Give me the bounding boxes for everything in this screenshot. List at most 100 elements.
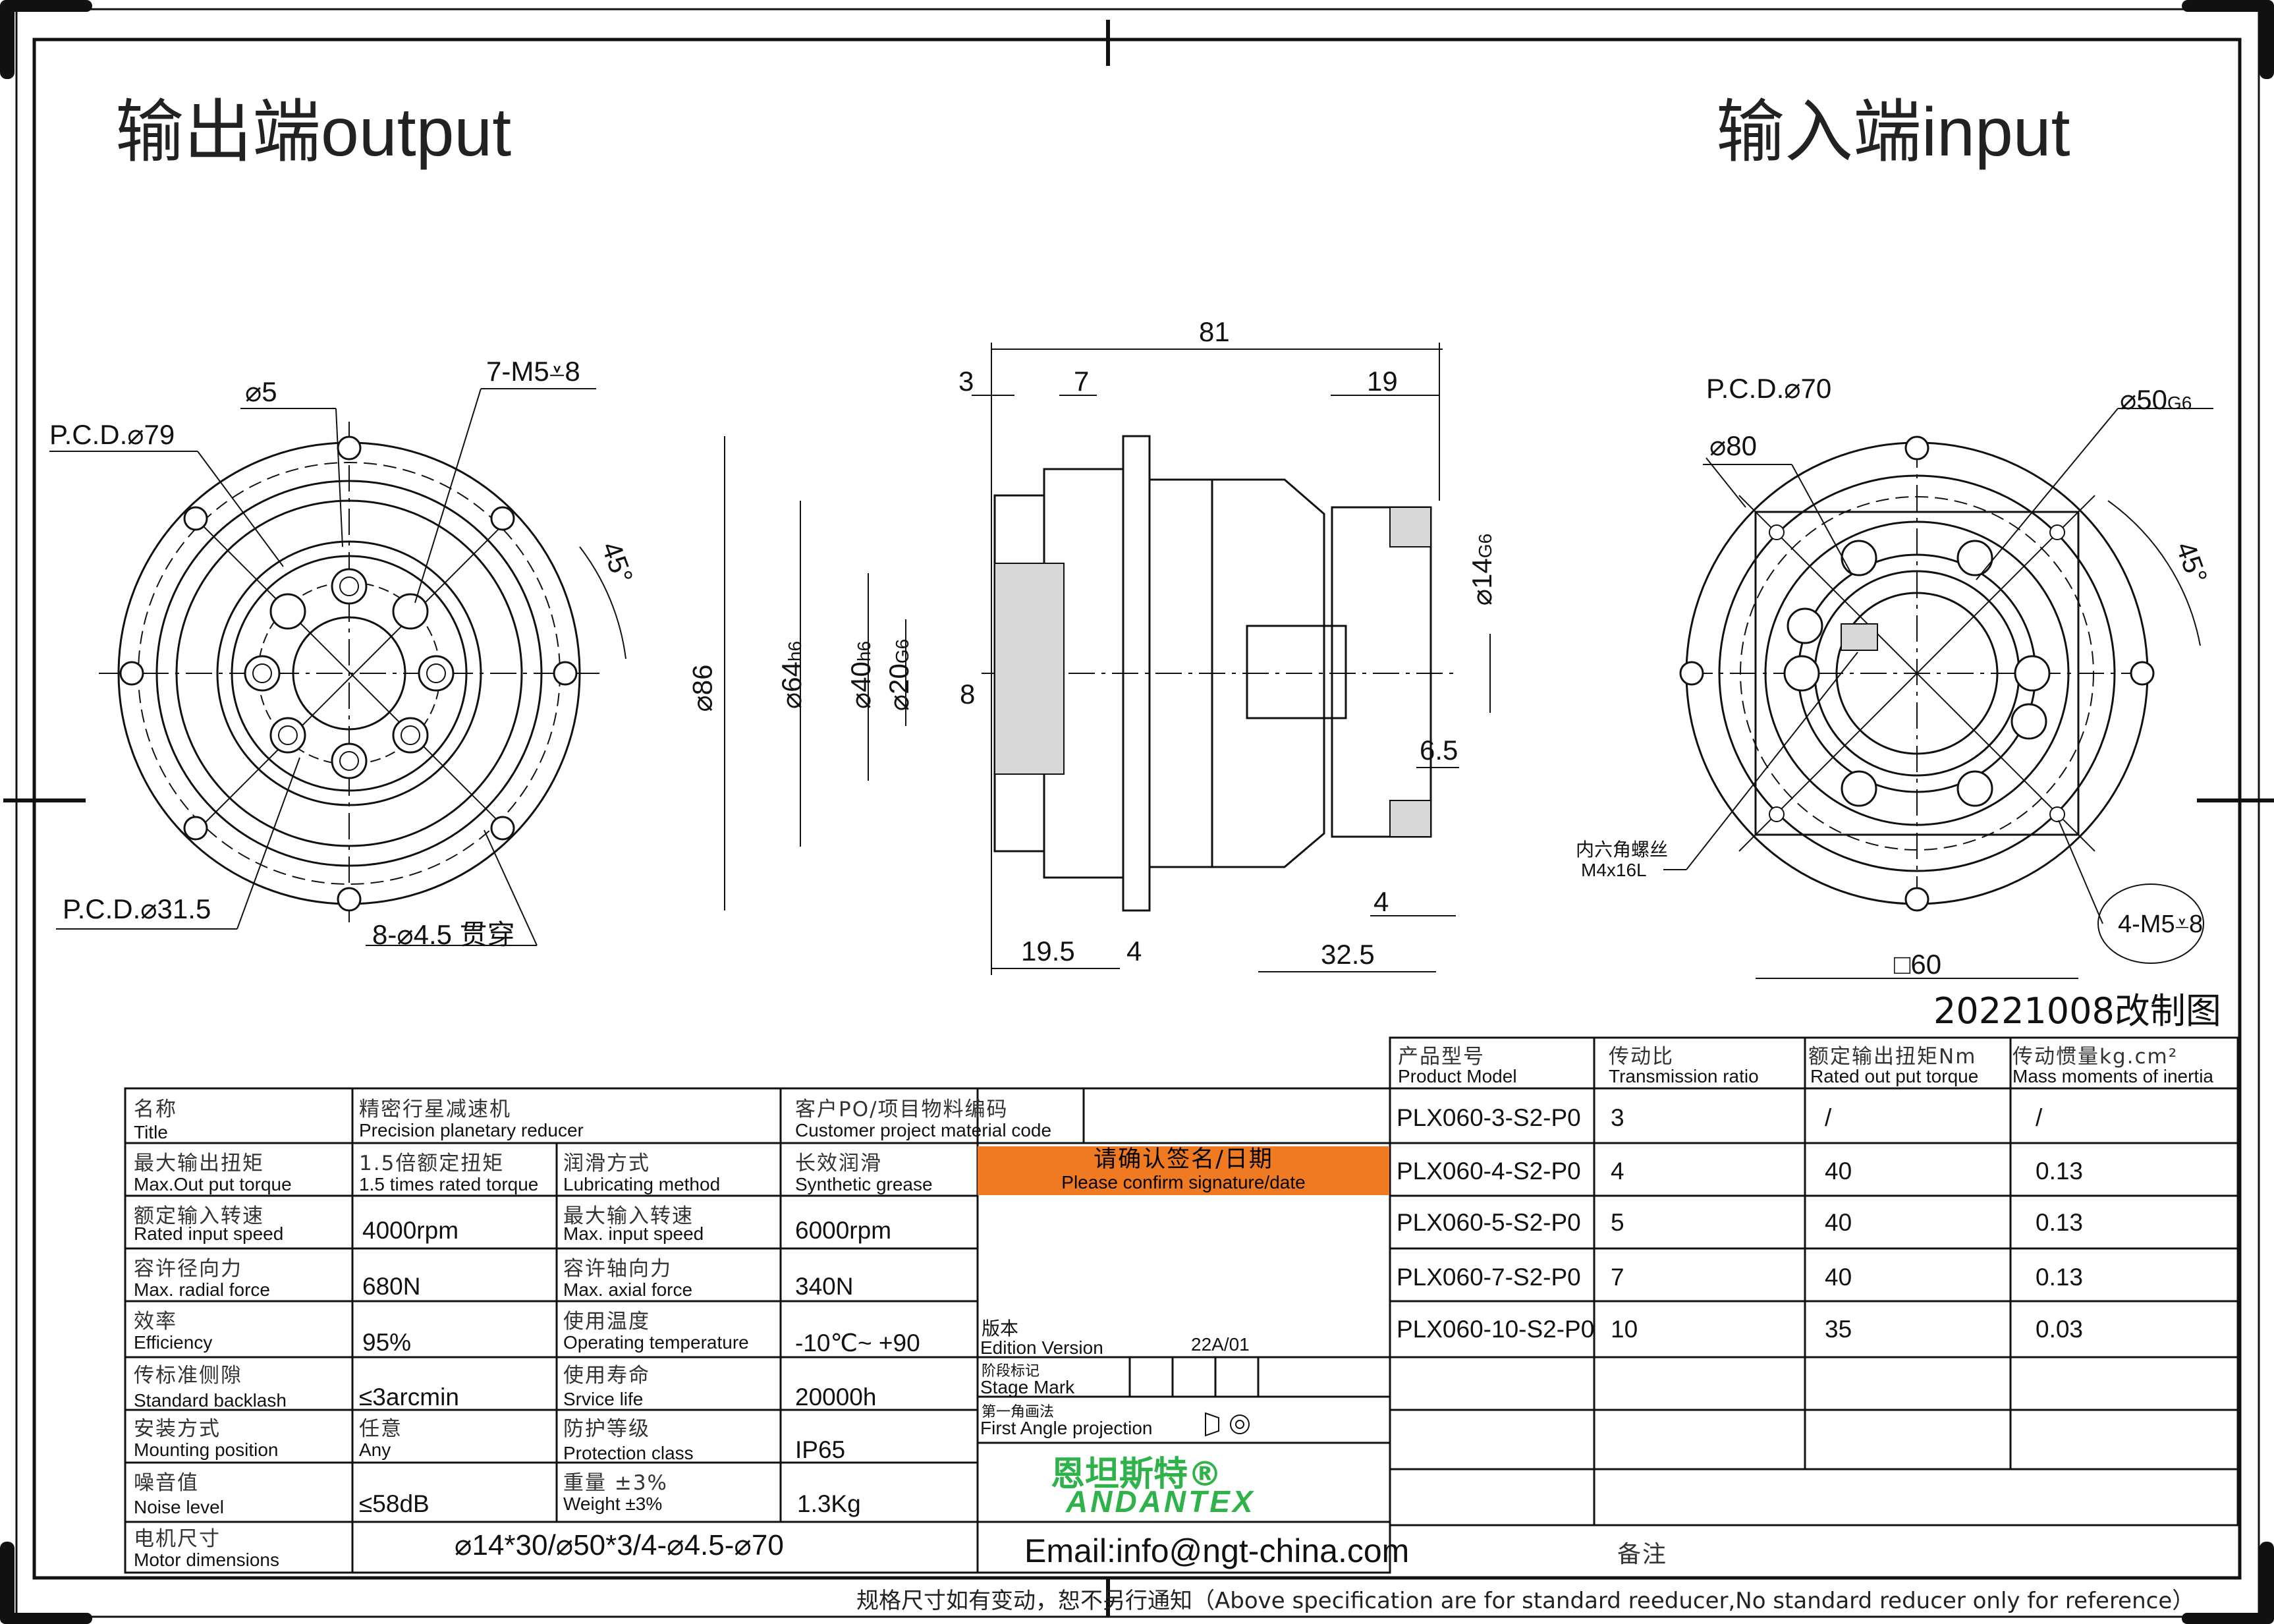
mount-label-en: Mounting position bbox=[134, 1440, 279, 1460]
m5-label: 7-M5⩡8 bbox=[486, 356, 580, 387]
motor-label-cn: 电机尺寸 bbox=[134, 1527, 221, 1551]
table-cell: PLX060-4-S2-P0 bbox=[1397, 1158, 1581, 1185]
weight-value: 1.3Kg bbox=[797, 1490, 861, 1517]
dim-8: 8 bbox=[960, 679, 976, 710]
revision-note: 20221008改制图 bbox=[1933, 990, 2221, 1032]
confirm-signature-box: 请确认签名/日期 Please confirm signature/date bbox=[978, 1146, 1389, 1195]
motor-value: ⌀14*30/⌀50*3/4-⌀4.5-⌀70 bbox=[455, 1529, 784, 1561]
table-cell: PLX060-3-S2-P0 bbox=[1397, 1104, 1581, 1131]
maxin-label-cn: 最大输入转速 bbox=[563, 1204, 694, 1228]
table-cell: 40 bbox=[1825, 1158, 1852, 1185]
customer-label-cn: 客户PO/项目物料编码 bbox=[795, 1098, 1009, 1121]
table-cell: 10 bbox=[1611, 1316, 1638, 1343]
life-label-en: Srvice life bbox=[563, 1389, 644, 1409]
table-cell: 40 bbox=[1825, 1264, 1852, 1291]
mount-label-cn: 安装方式 bbox=[134, 1417, 221, 1441]
contact-email: Email:info@ngt-china.com bbox=[1024, 1532, 1410, 1569]
table-cell: / bbox=[2036, 1104, 2043, 1131]
lub-label-cn: 润滑方式 bbox=[563, 1152, 650, 1175]
projection-label-cn: 第一角画法 bbox=[982, 1404, 1055, 1420]
dim-7: 7 bbox=[1074, 366, 1090, 397]
radial-label-en: Max. radial force bbox=[134, 1279, 270, 1300]
m5-input-label: 4-M5⩡8 bbox=[2118, 910, 2204, 938]
lub-value-cn: 长效润滑 bbox=[795, 1152, 882, 1175]
col-ratio-en: Transmission ratio bbox=[1609, 1066, 1759, 1086]
col-inertia-cn: 传动惯量kg.cm² bbox=[2012, 1045, 2178, 1069]
input-heading: 输入端input bbox=[1716, 92, 2070, 172]
screw-cn: 内六角螺丝 bbox=[1576, 839, 1669, 860]
temp-label-en: Operating temperature bbox=[563, 1332, 749, 1353]
dim-81: 81 bbox=[1199, 316, 1230, 347]
title-label-cn: 名称 bbox=[134, 1098, 177, 1121]
rin-label-cn: 额定输入转速 bbox=[134, 1204, 264, 1228]
d5-label: ⌀5 bbox=[245, 376, 277, 407]
lub-label-en: Lubricating method bbox=[563, 1174, 721, 1194]
dim-4b: 4 bbox=[1373, 886, 1389, 917]
table-cell: PLX060-7-S2-P0 bbox=[1397, 1264, 1581, 1291]
dim-14: ⌀14G6 bbox=[1466, 533, 1498, 606]
backlash-label-cn: 传标准侧隙 bbox=[134, 1364, 242, 1387]
maxin-value: 6000rpm bbox=[795, 1217, 892, 1244]
backlash-label-en: Standard backlash bbox=[134, 1390, 287, 1411]
col-model-en: Product Model bbox=[1398, 1066, 1517, 1086]
eff-value: 95% bbox=[362, 1329, 412, 1356]
rin-label-en: Rated input speed bbox=[134, 1223, 284, 1244]
table-cell: 40 bbox=[1825, 1209, 1852, 1236]
dim-19: 19 bbox=[1367, 366, 1398, 397]
confirm-label-cn: 请确认签名/日期 bbox=[1094, 1146, 1273, 1173]
maxout-value-en: 1.5 times rated torque bbox=[359, 1174, 539, 1194]
table-cell: / bbox=[1825, 1104, 1832, 1131]
dim-20: ⌀20G6 bbox=[883, 638, 915, 712]
table-cell: 0.13 bbox=[2036, 1209, 2084, 1236]
radial-value: 680N bbox=[362, 1273, 421, 1300]
pcd79-label: P.C.D.⌀79 bbox=[49, 419, 175, 450]
remarks-label: 备注 bbox=[1617, 1541, 1668, 1568]
weight-label-en: Weight ±3% bbox=[563, 1494, 663, 1514]
table-cell: 35 bbox=[1825, 1316, 1852, 1343]
rin-value: 4000rpm bbox=[362, 1217, 459, 1244]
col-torque-cn: 额定输出扭矩Nm bbox=[1808, 1045, 1977, 1069]
col-ratio-cn: 传动比 bbox=[1609, 1045, 1674, 1069]
life-value: 20000h bbox=[795, 1384, 877, 1411]
edition-value: 22A/01 bbox=[1191, 1334, 1250, 1355]
dim-64: ⌀64h6 bbox=[776, 640, 808, 710]
table-cell: 0.13 bbox=[2036, 1264, 2084, 1291]
customer-label-en: Customer project material code bbox=[795, 1120, 1052, 1140]
d80-label: ⌀80 bbox=[1709, 430, 1758, 461]
table-cell: 7 bbox=[1611, 1264, 1624, 1291]
table-cell: 0.13 bbox=[2036, 1158, 2084, 1185]
brand-logo-en: ANDANTEX bbox=[1066, 1484, 1256, 1519]
col-inertia-en: Mass moments of inertia bbox=[2012, 1066, 2213, 1086]
backlash-value: ≤3arcmin bbox=[359, 1384, 459, 1411]
axial-label-en: Max. axial force bbox=[563, 1279, 693, 1300]
edition-label-en: Edition Version bbox=[980, 1337, 1103, 1358]
title-value-cn: 精密行星减速机 bbox=[359, 1098, 511, 1121]
mount-value-cn: 任意 bbox=[359, 1417, 402, 1441]
title-value-en: Precision planetary reducer bbox=[359, 1120, 584, 1140]
motor-label-en: Motor dimensions bbox=[134, 1550, 279, 1570]
eff-label-cn: 效率 bbox=[134, 1310, 177, 1333]
table-grid bbox=[124, 1036, 2239, 1574]
radial-label-cn: 容许径向力 bbox=[134, 1257, 242, 1281]
axial-value: 340N bbox=[795, 1273, 854, 1300]
maxout-label-en: Max.Out put torque bbox=[134, 1174, 292, 1194]
maxin-label-en: Max. input speed bbox=[563, 1223, 704, 1244]
dim-3: 3 bbox=[958, 366, 974, 397]
side-view bbox=[724, 343, 1491, 975]
inner-frame bbox=[32, 38, 2242, 1580]
dim-40: ⌀40h6 bbox=[845, 640, 877, 710]
table-cell: PLX060-5-S2-P0 bbox=[1397, 1209, 1581, 1236]
dim-32-5: 32.5 bbox=[1321, 939, 1375, 970]
maxout-label-cn: 最大输出扭矩 bbox=[134, 1152, 264, 1175]
table-cell: 5 bbox=[1611, 1209, 1624, 1236]
eff-label-en: Efficiency bbox=[134, 1332, 213, 1353]
prot-label-en: Protection class bbox=[563, 1443, 694, 1463]
table-cell: PLX060-10-S2-P0 bbox=[1397, 1316, 1595, 1343]
pcd315-label: P.C.D.⌀31.5 bbox=[63, 893, 211, 924]
holes-label: 8-⌀4.5 贯穿 bbox=[372, 919, 515, 950]
temp-label-cn: 使用温度 bbox=[563, 1310, 650, 1333]
d50-label: ⌀50G6 bbox=[2120, 384, 2192, 415]
pcd70-label: P.C.D.⌀70 bbox=[1706, 373, 1832, 404]
